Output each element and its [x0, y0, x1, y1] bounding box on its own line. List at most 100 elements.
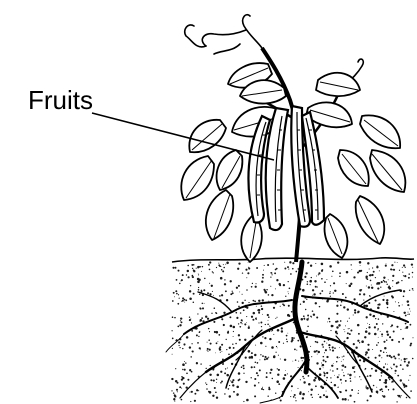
soil-speckle	[255, 283, 256, 284]
soil-speckle	[308, 383, 311, 386]
soil-speckle	[258, 312, 260, 314]
soil-speckle	[302, 360, 303, 361]
soil-speckle	[232, 384, 234, 386]
soil-speckle	[194, 393, 196, 395]
soil-speckle	[367, 344, 369, 346]
soil-speckle	[307, 315, 309, 317]
soil-speckle	[261, 388, 263, 390]
soil-speckle	[276, 380, 279, 383]
soil-speckle	[226, 262, 229, 265]
soil-speckle	[405, 328, 406, 329]
soil-speckle	[262, 336, 263, 337]
soil-speckle	[206, 384, 207, 385]
soil-speckle	[243, 401, 244, 402]
soil-speckle	[346, 271, 349, 274]
soil-speckle	[220, 371, 222, 373]
soil-speckle	[264, 356, 266, 358]
soil-speckle	[359, 270, 361, 272]
soil-speckle	[393, 364, 395, 366]
soil-speckle	[349, 333, 351, 335]
soil-speckle	[256, 317, 257, 318]
soil-speckle	[314, 280, 316, 282]
soil-speckle	[291, 391, 292, 392]
soil-speckle	[277, 347, 278, 348]
soil-speckle	[315, 385, 317, 387]
soil-speckle	[307, 262, 309, 264]
soil-speckle	[239, 339, 241, 341]
soil-speckle	[396, 401, 397, 402]
soil-speckle	[252, 283, 253, 284]
soil-speckle	[246, 399, 249, 402]
soil-speckle	[266, 289, 267, 290]
soil-speckle	[408, 273, 409, 274]
soil-speckle	[377, 330, 378, 331]
soil-speckle	[355, 377, 356, 378]
soil-speckle	[197, 342, 199, 344]
soil-speckle	[207, 342, 208, 343]
soil-speckle	[226, 374, 229, 377]
soil-speckle	[353, 298, 355, 300]
soil-speckle	[222, 270, 224, 272]
leaf	[181, 156, 214, 200]
soil-speckle	[206, 388, 208, 390]
soil-speckle	[367, 349, 369, 351]
soil-speckle	[254, 301, 256, 303]
soil-speckle	[357, 311, 359, 313]
soil-speckle	[213, 380, 215, 382]
soil-speckle	[407, 314, 408, 315]
soil-speckle	[410, 344, 412, 346]
soil-speckle	[412, 267, 413, 268]
soil-speckle	[377, 304, 379, 306]
soil-speckle	[275, 393, 276, 394]
soil-speckle	[343, 341, 345, 343]
soil-speckle	[193, 270, 195, 272]
soil-speckle	[332, 346, 334, 348]
soil-speckle	[246, 307, 248, 309]
soil-speckle	[402, 304, 403, 305]
soil-speckle	[366, 316, 368, 318]
soil-speckle	[183, 343, 185, 345]
soil-speckle	[354, 309, 356, 311]
soil-speckle	[339, 272, 341, 274]
soil-speckle	[372, 349, 373, 350]
soil-speckle	[378, 318, 379, 319]
soil-speckle	[198, 336, 199, 337]
soil-speckle	[315, 263, 316, 264]
soil-speckle	[214, 307, 216, 309]
soil-speckle	[233, 326, 236, 329]
soil-speckle	[386, 284, 387, 285]
soil-speckle	[244, 339, 246, 341]
soil-speckle	[238, 306, 240, 308]
soil-speckle	[179, 298, 180, 299]
soil-speckle	[224, 279, 225, 280]
soil-speckle	[284, 359, 286, 361]
soil-speckle	[327, 321, 328, 322]
soil-speckle	[382, 299, 384, 301]
soil-speckle	[172, 348, 173, 349]
soil-speckle	[233, 336, 234, 337]
soil-speckle	[257, 362, 259, 364]
soil-speckle	[396, 326, 398, 328]
soil-speckle	[406, 364, 408, 366]
soil-speckle	[398, 305, 400, 307]
soil-speckle	[337, 357, 338, 358]
soil-speckle	[177, 391, 178, 392]
soil-speckle	[185, 299, 187, 301]
soil-speckle	[288, 281, 289, 282]
soil-speckle	[232, 343, 233, 344]
soil-speckle	[238, 372, 241, 375]
soil-speckle	[211, 313, 212, 314]
soil-speckle	[210, 379, 212, 381]
soil-speckle	[372, 316, 373, 317]
soil-speckle	[275, 318, 276, 319]
soil-speckle	[315, 286, 317, 288]
soil-speckle	[289, 287, 291, 289]
soil-speckle	[407, 304, 409, 306]
soil-speckle	[381, 357, 382, 358]
soil-speckle	[202, 266, 204, 268]
soil-speckle	[378, 355, 380, 357]
soil-speckle	[334, 290, 336, 292]
soil-speckle	[285, 296, 286, 297]
soil-speckle	[381, 281, 383, 283]
soil-speckle	[251, 352, 253, 354]
